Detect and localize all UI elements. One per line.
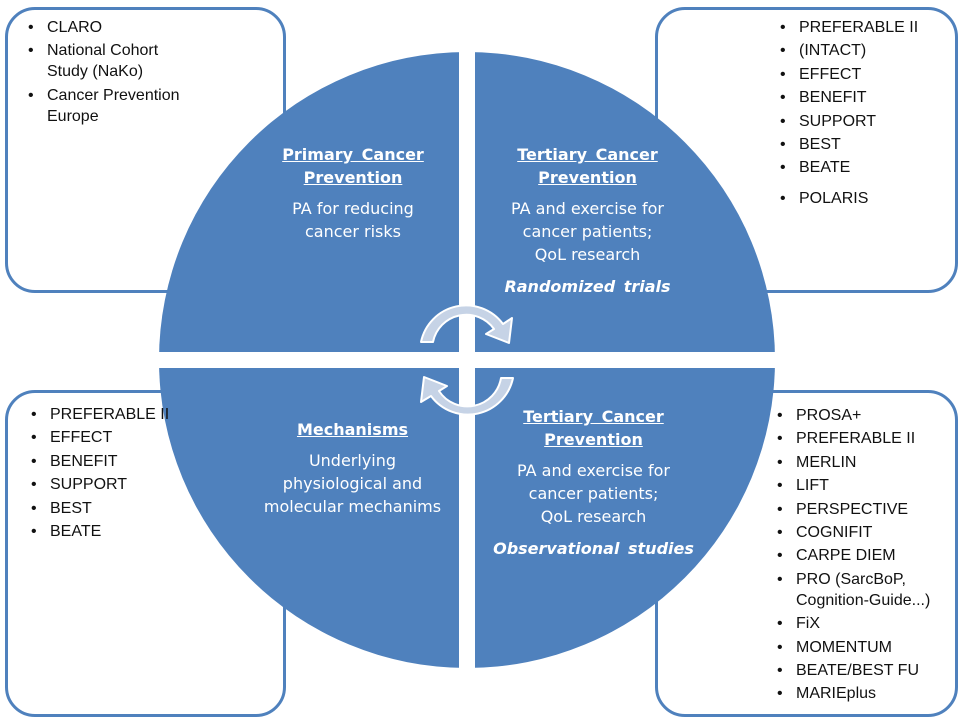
study-list-mechanisms: PREFERABLE II EFFECT BENEFIT SUPPORT BES…: [28, 404, 208, 544]
quadrant-title: Mechanisms: [296, 420, 409, 439]
list-item: MOMENTUM: [774, 637, 959, 658]
quadrant-text-tertiary-randomized: Tertiary Cancer Prevention PA and exerci…: [480, 143, 695, 296]
list-item: EFFECT: [777, 64, 947, 85]
quadrant-description: PA and exercise for cancer patients; QoL…: [517, 461, 670, 526]
list-item: MERLIN: [774, 452, 959, 473]
quadrant-title: Primary Cancer Prevention: [282, 145, 424, 187]
quadrant-text-primary-prevention: Primary Cancer Prevention PA for reducin…: [258, 143, 448, 243]
quadrant-method-label: Observational studies: [493, 539, 694, 558]
quadrant-title: Tertiary Cancer Prevention: [523, 407, 664, 449]
list-item: PRO (SarcBoP,Cognition-Guide...): [774, 569, 959, 611]
study-list-randomized-trials: PREFERABLE II (INTACT) EFFECT BENEFIT SU…: [777, 17, 947, 212]
list-item: CARPE DIEM: [774, 545, 959, 566]
quadrant-text-tertiary-observational: Tertiary Cancer Prevention PA and exerci…: [476, 405, 711, 558]
quadrant-title: Tertiary Cancer Prevention: [517, 145, 658, 187]
list-item: PREFERABLE II: [774, 428, 959, 449]
circular-arrows-icon: [420, 304, 514, 416]
list-item: LIFT: [774, 475, 959, 496]
list-item: BENEFIT: [777, 87, 947, 108]
quadrant-description: PA and exercise for cancer patients; QoL…: [511, 199, 664, 264]
list-item: BEATE: [28, 521, 208, 542]
list-item: MARIEplus: [774, 683, 959, 704]
list-item: CLARO: [25, 17, 225, 38]
list-item: BEST: [28, 498, 208, 519]
list-item: (INTACT): [777, 40, 947, 61]
list-item: EFFECT: [28, 427, 208, 448]
list-item: COGNIFIT: [774, 522, 959, 543]
quadrant-description: PA for reducing cancer risks: [292, 199, 414, 241]
list-item: SUPPORT: [28, 474, 208, 495]
list-item: BEATE: [777, 157, 947, 178]
list-item: BEATE/BEST FU: [774, 660, 959, 681]
list-item: SUPPORT: [777, 111, 947, 132]
list-item: BEST: [777, 134, 947, 155]
study-list-observational-studies: PROSA+ PREFERABLE II MERLIN LIFT PERSPEC…: [774, 405, 959, 707]
list-item: PROSA+: [774, 405, 959, 426]
list-item: PREFERABLE II: [777, 17, 947, 38]
list-item: POLARIS: [777, 188, 947, 209]
quadrant-method-label: Randomized trials: [504, 277, 671, 296]
quadrant-text-mechanisms: Mechanisms Underlying physiological and …: [245, 418, 460, 518]
list-item: BENEFIT: [28, 451, 208, 472]
list-item: FiX: [774, 613, 959, 634]
list-item: PERSPECTIVE: [774, 499, 959, 520]
quadrant-description: Underlying physiological and molecular m…: [263, 451, 442, 516]
list-item: PREFERABLE II: [28, 404, 208, 425]
